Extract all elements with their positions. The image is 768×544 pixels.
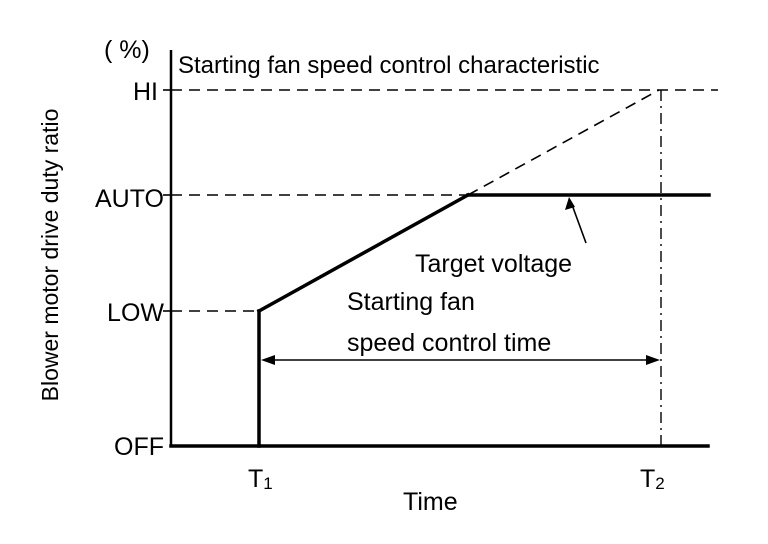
level-label-hi: HI — [133, 78, 158, 106]
target-voltage-leader — [570, 201, 587, 244]
ramp-extension-dashed-line — [467, 89, 660, 196]
x-axis-label: Time — [403, 488, 458, 516]
y-axis-label: Blower motor drive duty ratio — [37, 109, 63, 402]
ramp-line — [256, 192, 471, 314]
control-time-right-arrowhead — [646, 355, 660, 365]
level-label-low: LOW — [107, 299, 164, 327]
y-unit-label: ( %) — [104, 36, 150, 64]
time-point-t2: T2 — [640, 465, 665, 493]
control-time-label-line1: Starting fan — [347, 288, 475, 316]
target-voltage-arrowhead — [565, 197, 575, 210]
control-time-left-arrowhead — [261, 355, 275, 365]
time-point-t1: T1 — [248, 465, 273, 493]
level-label-auto: AUTO — [95, 185, 164, 213]
control-time-label-line2: speed control time — [347, 329, 551, 357]
target-voltage-label: Target voltage — [415, 250, 572, 278]
diagram-title: Starting fan speed control characteristi… — [178, 52, 600, 79]
level-label-off: OFF — [114, 433, 164, 461]
